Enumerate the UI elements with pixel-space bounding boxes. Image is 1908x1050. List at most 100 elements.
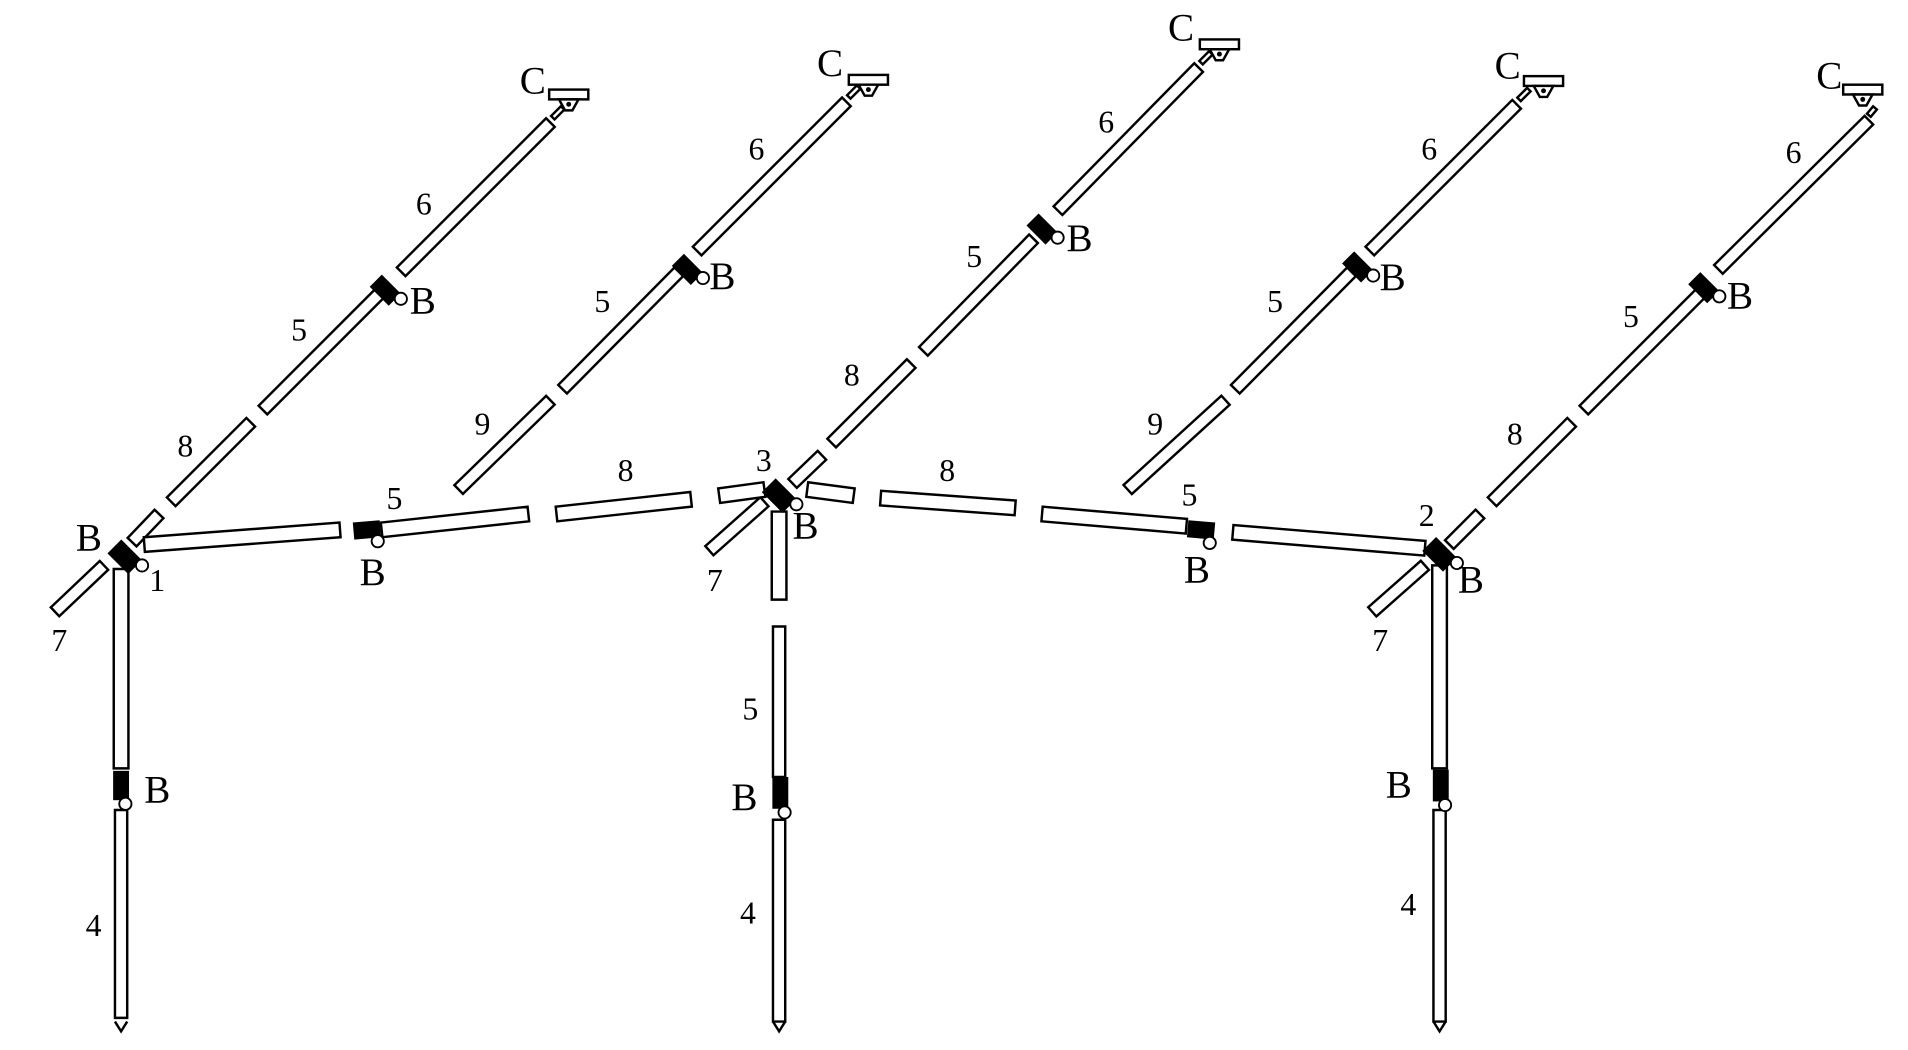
tube-segment [691,95,853,258]
part-label-C: C [1816,54,1842,97]
part-label-n5: 5 [594,284,610,319]
joint-b [772,776,792,820]
tube-segment [1040,505,1189,535]
tube-segment [1865,104,1879,119]
part-label-n8: 8 [177,429,193,464]
tube-segment [1229,265,1358,396]
tube-segment [113,808,129,1020]
joint-b [113,770,133,811]
part-label-B: B [1067,217,1093,260]
joint-b [1432,769,1453,813]
joint-b [1688,272,1727,304]
joint-b [1422,537,1464,572]
tube-segment [1363,98,1523,258]
tube-segment [770,510,788,601]
part-label-B: B [1184,548,1210,591]
ground-spike-icon [113,1020,129,1034]
part-label-n1: 1 [149,563,165,598]
ground-spike-icon [1432,1020,1447,1034]
tube-segment [1230,523,1427,557]
part-label-n5: 5 [291,312,307,347]
connector-c [1522,74,1565,99]
part-label-B: B [1386,764,1412,807]
tube-segment [1515,86,1533,103]
joint-b [1342,251,1381,283]
part-label-n6: 6 [1786,135,1802,170]
tube-segment [716,480,767,505]
part-label-n9: 9 [1147,406,1163,441]
tube-segment [771,625,787,779]
connector-c [1198,38,1241,62]
part-label-B: B [709,255,735,298]
part-label-C: C [520,59,546,102]
connector-c [1841,83,1884,107]
part-label-C: C [1495,45,1521,88]
part-label-B: B [793,504,819,547]
part-label-n7: 7 [51,623,67,658]
part-label-C: C [817,42,843,85]
joint-b [1186,520,1217,550]
part-label-n8: 8 [939,453,955,488]
tube-segment [917,232,1040,358]
tube-segment [49,559,110,619]
part-label-n8: 8 [844,358,860,393]
tube-segment [1486,416,1578,508]
part-label-n8: 8 [618,453,634,488]
part-label-B: B [731,776,757,819]
part-label-B: B [360,551,386,594]
part-label-n6: 6 [1098,104,1114,139]
tube-segment [845,83,863,101]
joint-b [1026,213,1065,245]
joints [107,38,1884,820]
tubes [49,49,1879,1034]
connector-c [847,73,890,97]
tube-segment [549,104,567,122]
part-label-n2: 2 [1419,498,1435,533]
part-label-B: B [76,517,102,560]
tube-segment [804,480,857,505]
part-label-n7: 7 [1372,623,1388,658]
tube-segment [256,287,386,417]
tube-segment [1432,808,1447,1023]
tube-segment [703,495,771,557]
part-label-n5: 5 [1623,299,1639,334]
joint-b [671,253,710,286]
part-label-n6: 6 [1421,131,1437,166]
tube-segment [1197,49,1215,67]
part-label-B: B [1380,256,1406,299]
tube-segment [1366,559,1431,619]
ground-spike-icon [771,1020,787,1034]
tube-segment [1051,61,1205,217]
tube-segment [1443,507,1486,551]
part-label-n6: 6 [416,186,432,221]
part-label-n7: 7 [707,563,723,598]
tube-segment [379,505,531,539]
tube-segment [125,508,166,549]
part-label-B: B [410,279,436,322]
connector-c [547,88,590,112]
tube-segment [556,265,685,396]
tube-segment [825,357,918,450]
tube-segment [1431,564,1449,770]
part-label-n9: 9 [475,406,491,441]
joint-b [761,478,804,513]
tube-segment [1712,114,1875,276]
part-label-B: B [144,769,170,812]
part-label-n8: 8 [1507,416,1523,451]
tube-segment [786,449,828,490]
tube-segment [554,490,694,523]
tube-segment [878,489,1017,517]
tube-segment [1577,287,1707,417]
joint-b [369,274,408,306]
part-label-n4: 4 [86,908,102,943]
tube-segment [395,116,557,278]
part-label-n5: 5 [1181,477,1197,512]
part-label-n5: 5 [386,481,402,516]
tube-segment [112,567,130,770]
part-label-n3: 3 [756,443,772,478]
tube-segment [1121,394,1232,496]
tube-segment [452,394,557,496]
